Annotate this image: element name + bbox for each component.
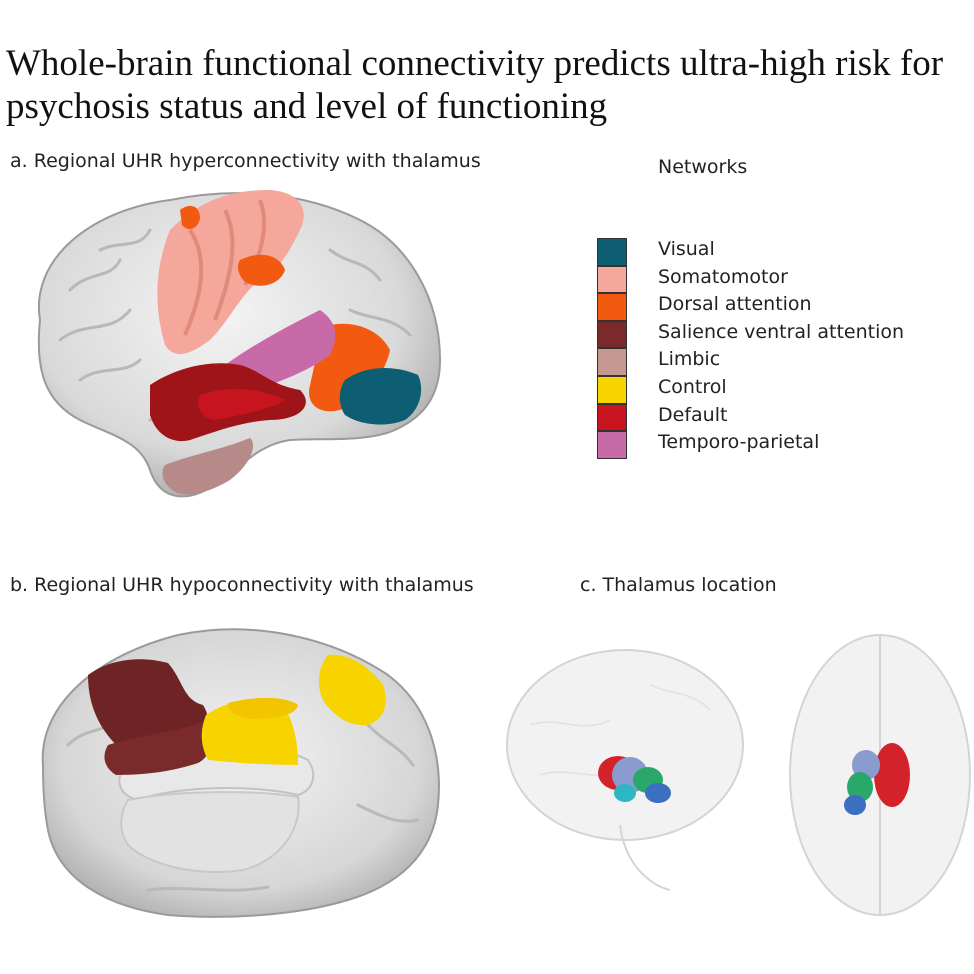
legend-swatch <box>597 293 627 321</box>
panel-b-label: b. Regional UHR hypoconnectivity with th… <box>10 574 474 596</box>
title-line-1: Whole-brain functional connectivity pred… <box>6 43 944 84</box>
figure-title: Whole-brain functional connectivity pred… <box>6 42 974 128</box>
legend-title: Networks <box>658 156 748 178</box>
thalamus-side-view <box>598 756 671 803</box>
panel-a-label: a. Regional UHR hyperconnectivity with t… <box>10 150 481 172</box>
legend-swatch <box>597 431 627 459</box>
legend-label: Salience ventral attention <box>658 320 905 343</box>
glass-brain-side <box>506 649 744 841</box>
glass-brain-side-brainstem <box>619 824 671 891</box>
legend-swatch <box>597 375 627 404</box>
lateral-brain-illustration <box>37 190 442 498</box>
region-default-bright <box>198 388 285 420</box>
medial-brain-illustration <box>41 628 440 918</box>
legend-label: Control <box>658 375 727 398</box>
legend-label: Limbic <box>658 348 721 371</box>
legend-swatch <box>597 348 627 376</box>
legend-label: Somatomotor <box>658 265 788 288</box>
thalamus-location-illustration <box>506 634 971 916</box>
legend-swatch <box>597 403 627 432</box>
cortex-surface <box>37 192 442 498</box>
legend-label: Default <box>658 403 728 426</box>
legend-label: Dorsal attention <box>658 293 812 316</box>
region-limbic <box>162 438 254 495</box>
legend-swatch <box>597 265 627 294</box>
region-control-band <box>228 697 298 719</box>
thalamus-top-view <box>844 743 910 815</box>
panel-c-label: c. Thalamus location <box>580 574 777 596</box>
region-control-precuneus <box>318 654 386 726</box>
legend-swatch <box>597 238 627 266</box>
region-salience-medial-lower <box>104 720 211 775</box>
legend-label: Temporo-parietal <box>658 431 820 454</box>
legend-swatch <box>597 320 627 349</box>
legend-label: Visual <box>658 238 715 260</box>
subcortical-cut <box>120 791 300 873</box>
title-line-2: psychosis status and level of functionin… <box>6 86 608 127</box>
region-dorsal-attention-top <box>180 205 285 286</box>
region-visual <box>339 368 422 425</box>
